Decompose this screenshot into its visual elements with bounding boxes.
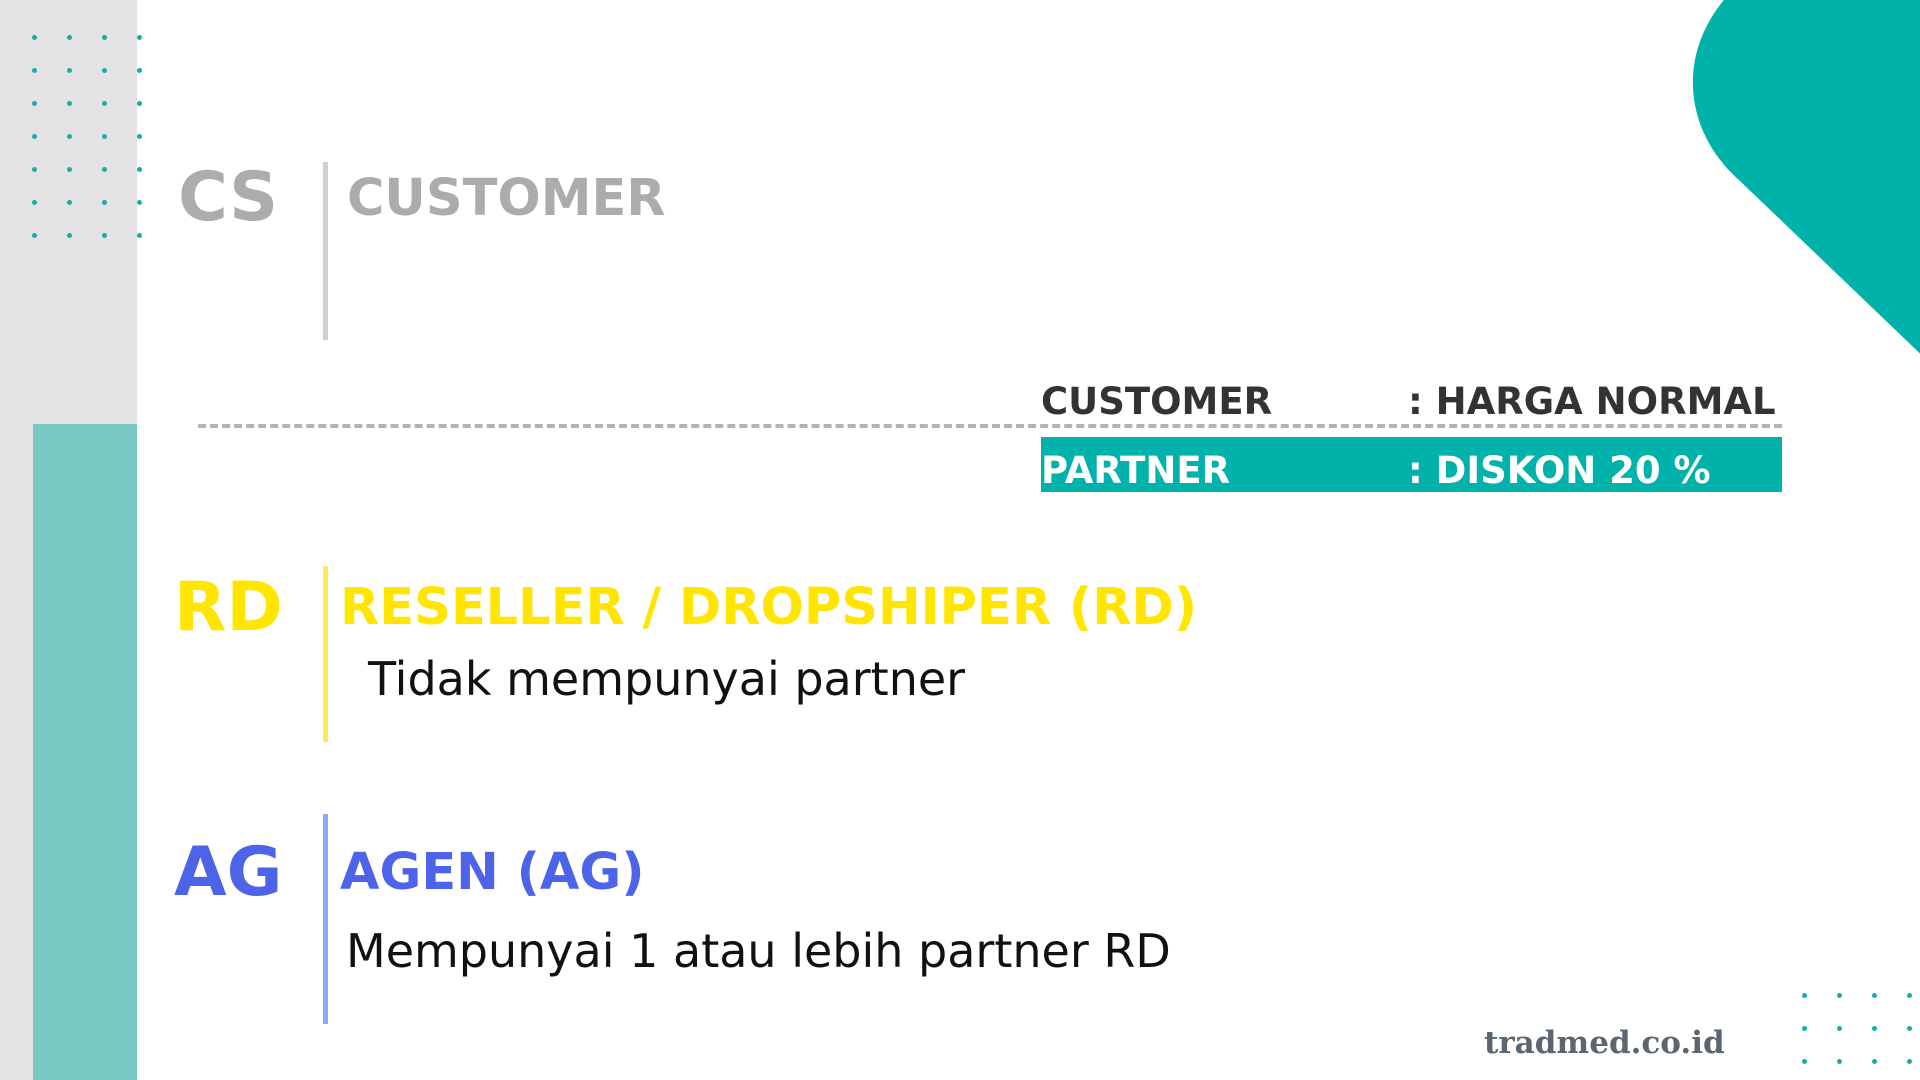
level-code-ag: AG <box>174 833 283 912</box>
level-divider-ag <box>323 814 328 1024</box>
level-divider-rd <box>323 566 328 742</box>
partner-highlight-band <box>1041 437 1782 492</box>
level-title-rd: RESELLER / DROPSHIPER (RD) <box>340 578 1198 637</box>
left-teal-bar <box>33 424 137 1080</box>
level-code-cs: CS <box>178 158 279 237</box>
footer-website: tradmed.co.id <box>1484 1025 1725 1061</box>
dot-pattern-top-left <box>32 35 142 238</box>
level-description-ag: Mempunyai 1 atau lebih partner RD <box>346 924 1171 978</box>
tier-customer-value: : HARGA NORMAL <box>1408 380 1776 423</box>
level-title-ag: AGEN (AG) <box>340 843 645 902</box>
level-code-rd: RD <box>174 568 283 647</box>
level-title-cs: CUSTOMER <box>347 169 666 228</box>
level-divider-cs <box>323 162 328 340</box>
teal-corner-shape <box>1693 0 1920 354</box>
tier-customer-label: CUSTOMER <box>1041 380 1273 423</box>
tier-partner-value: : DISKON 20 % <box>1408 449 1711 492</box>
dashed-separator <box>198 424 1782 428</box>
tier-partner-label: PARTNER <box>1041 449 1231 492</box>
dot-pattern-bottom-right <box>1802 993 1912 1064</box>
level-description-rd: Tidak mempunyai partner <box>368 652 966 706</box>
